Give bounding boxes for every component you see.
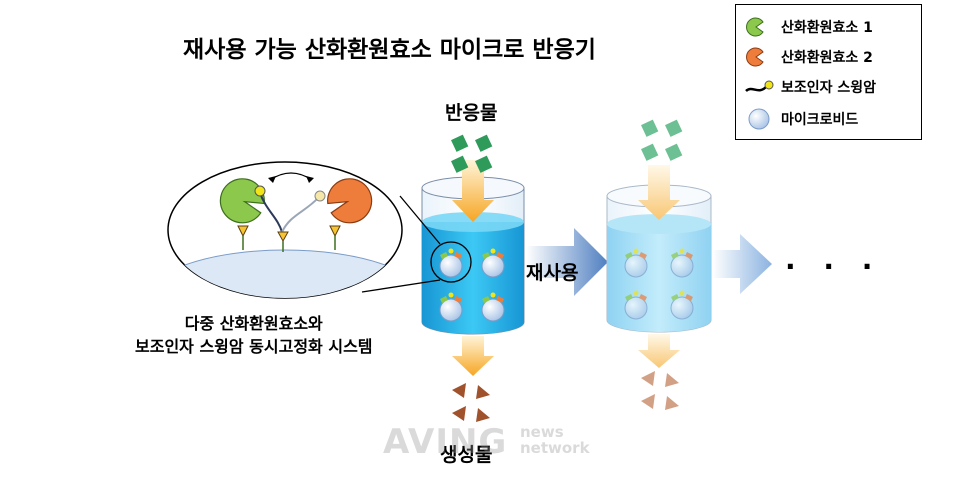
legend: 산화환원효소 1 산화환원효소 2 보조인자 스윙암 마이크로비드 [735,4,922,140]
watermark-news: news [520,423,564,441]
reactant-molecules [451,134,493,173]
legend-item-enzyme-2: 산화환원효소 2 [736,41,921,71]
legend-item-swing-arm: 보조인자 스윙암 [736,71,921,101]
product-label: 생성물 [440,444,493,466]
reuse-arrow [526,228,608,296]
watermark-subtext: news network [520,424,590,456]
legend-label: 산화환원효소 2 [781,50,873,66]
orange-enzyme [327,178,373,224]
product-outflow-arrow [452,336,494,376]
diagram-title: 재사용 가능 산화환원효소 마이크로 반응기 [183,37,596,63]
magnified-view [167,161,403,299]
system-caption: 다중 산화환원효소와 보조인자 스윙암 동시고정화 시스템 [135,312,373,358]
continuation-ellipsis: · · · [785,250,882,283]
microbead-icon [748,108,770,130]
watermark-network: network [520,439,590,457]
reactant-inflow-arrow [452,160,494,222]
caption-line-1: 다중 산화환원효소와 [184,314,323,333]
reuse-label: 재사용 [526,262,579,284]
watermark-logo: AVING [383,422,508,462]
orange-enzyme-icon [746,47,764,67]
legend-label: 보조인자 스윙암 [781,80,877,96]
swing-arm [259,192,283,233]
next-reuse-arrow [712,234,772,294]
swing-arm-icon [745,80,774,93]
product-outflow-arrow-2 [638,334,680,368]
caption-line-2: 보조인자 스윙암 동시고정화 시스템 [135,337,373,356]
reactant-label: 반응물 [445,102,498,124]
green-enzyme-icon [746,17,764,37]
legend-item-enzyme-1: 산화환원효소 1 [736,11,921,41]
legend-label: 마이크로비드 [781,112,859,128]
product-molecules-2 [641,371,679,410]
legend-item-microbead: 마이크로비드 [736,103,921,133]
reactant-molecules-2 [641,119,683,161]
zoom-highlight-circle [430,241,472,283]
reactant-inflow-arrow-2 [638,165,680,220]
product-molecules [452,383,490,422]
microbeads-reactor-1 [439,248,505,322]
legend-label: 산화환원효소 1 [781,20,873,36]
microbeads-reactor-2 [624,248,694,320]
